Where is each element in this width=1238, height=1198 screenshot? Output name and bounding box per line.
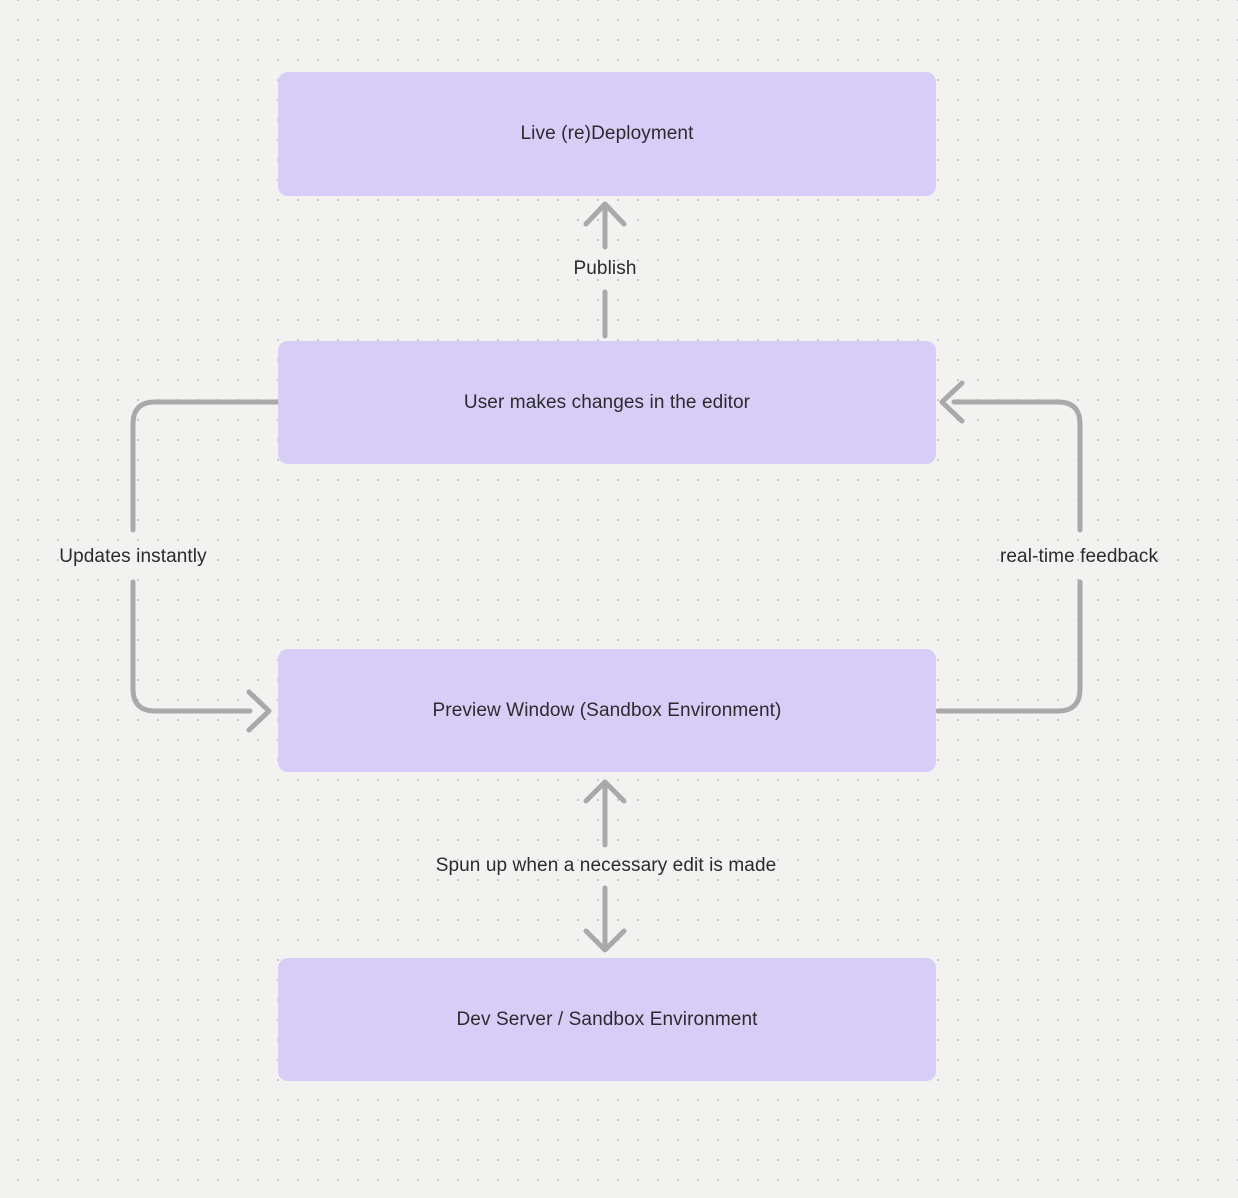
node-user-editor[interactable]: User makes changes in the editor bbox=[278, 341, 936, 464]
node-live-redeployment-label: Live (re)Deployment bbox=[520, 123, 694, 144]
node-preview-window-label: Preview Window (Sandbox Environment) bbox=[432, 699, 782, 721]
realtime-feedback-edge-label: real-time feedback bbox=[999, 546, 1159, 567]
node-dev-server-label: Dev Server / Sandbox Environment bbox=[456, 1008, 758, 1030]
updates-instantly-edge-label: Updates instantly bbox=[59, 546, 207, 567]
node-live-redeployment[interactable]: Live (re)Deployment bbox=[278, 72, 936, 196]
node-preview-window[interactable]: Preview Window (Sandbox Environment) bbox=[278, 649, 936, 772]
node-dev-server[interactable]: Dev Server / Sandbox Environment bbox=[278, 958, 936, 1081]
publish-edge-label: Publish bbox=[573, 258, 637, 279]
spun-up-edge-label: Spun up when a necessary edit is made bbox=[435, 855, 777, 876]
node-user-editor-label: User makes changes in the editor bbox=[463, 391, 751, 413]
